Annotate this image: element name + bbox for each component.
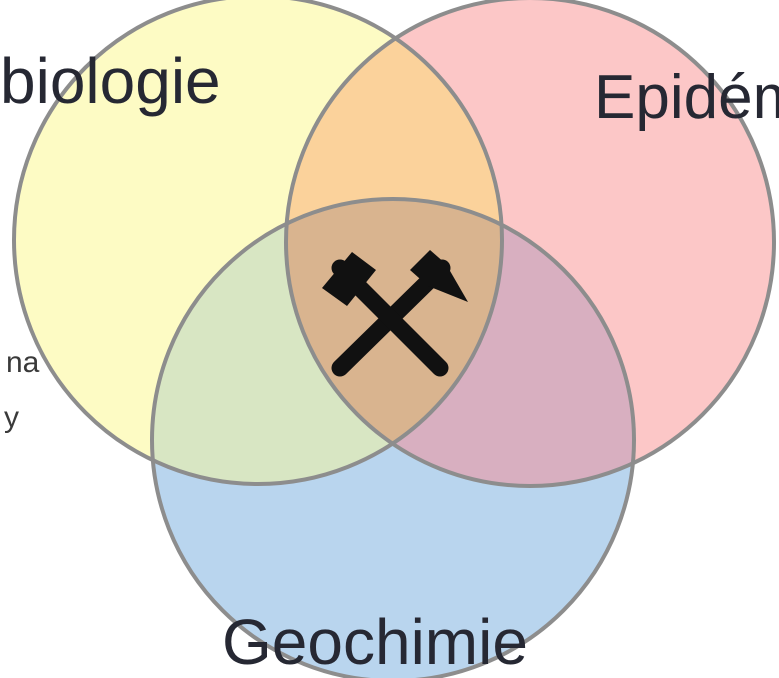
side-text-line-1: na xyxy=(6,346,40,379)
label-biology: biologie xyxy=(0,45,221,117)
crossed-hammers-icon xyxy=(322,250,468,377)
label-epidemiology: Epidém xyxy=(594,63,779,132)
circle-outlines xyxy=(12,0,776,678)
side-text-line-2: y xyxy=(4,401,19,434)
overlap-all xyxy=(286,199,502,484)
label-geochemistry: Geochimie xyxy=(222,606,528,678)
